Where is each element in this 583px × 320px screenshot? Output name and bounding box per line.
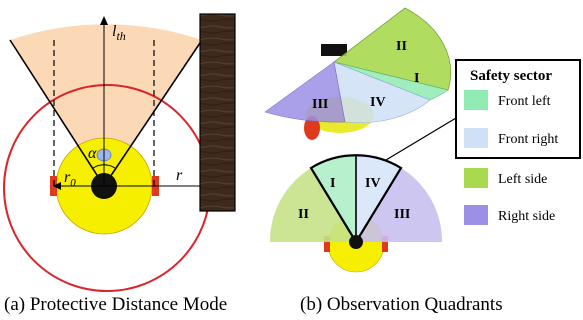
wall (199, 13, 236, 212)
sector-3d-left-side (333, 7, 452, 91)
front-sector-outline (309, 154, 403, 245)
legend-label-front-right: Front right (498, 132, 558, 147)
label-lth: lth (112, 23, 126, 43)
sector-3d-label-left-side: II (396, 39, 407, 54)
quadrants-2d-view: I IV II III (269, 154, 443, 273)
legend-label-front-left: Front left (498, 94, 551, 109)
legend-title: Safety sector (470, 68, 552, 84)
label-alpha: α (88, 145, 97, 162)
sector-right-side (356, 168, 443, 242)
robot-2d-right-wheel (382, 236, 388, 252)
legend-label-right-side: Right side (498, 209, 555, 224)
panel-b-observation-quadrants: II I IV III I IV II III Safety s (264, 7, 581, 315)
sector-3d-label-front-left: I (414, 71, 419, 86)
r0-arrowhead (53, 182, 61, 190)
legend-swatch-front-right (464, 128, 488, 148)
caption-a: (a) Protective Distance Mode (4, 294, 227, 315)
sector-front-left (311, 155, 356, 242)
sector-3d-label-front-right: IV (370, 95, 386, 110)
cone-left-edge (9, 39, 105, 187)
sector-label-right-side: III (394, 207, 410, 222)
sector-front-right (356, 155, 401, 242)
sector-left-side (269, 168, 356, 242)
sector-3d-front-right (333, 61, 431, 124)
robot-3d-sensor (321, 44, 347, 56)
label-r: r (176, 167, 183, 184)
sector-label-left-side: II (298, 207, 309, 222)
legend-connector (385, 117, 457, 161)
legend-swatch-front-left (464, 90, 488, 110)
sector-3d-label-right-side: III (312, 97, 328, 112)
label-r0: r0 (64, 169, 76, 189)
robot-2d-center (349, 235, 363, 249)
threshold-arrowhead (100, 16, 108, 25)
cone-right-edge (103, 39, 203, 187)
sector-label-front-right: IV (365, 176, 381, 191)
panel-a-protective-distance: lth α r0 r (a) Protective Distance Mode (3, 13, 236, 315)
sector-3d-right-side (264, 61, 346, 123)
caption-b: (b) Observation Quadrants (300, 294, 503, 315)
robot-3d-wheel (304, 116, 320, 140)
legend: Safety sector Front left Front right Lef… (455, 59, 581, 225)
legend-label-left-side: Left side (498, 172, 547, 187)
legend-swatch-right-side (464, 205, 488, 225)
robot-3d-view: II I IV III (264, 7, 452, 140)
sector-label-front-left: I (330, 176, 335, 191)
legend-swatch-left-side (464, 168, 488, 188)
robot-2d-left-wheel (324, 236, 330, 252)
